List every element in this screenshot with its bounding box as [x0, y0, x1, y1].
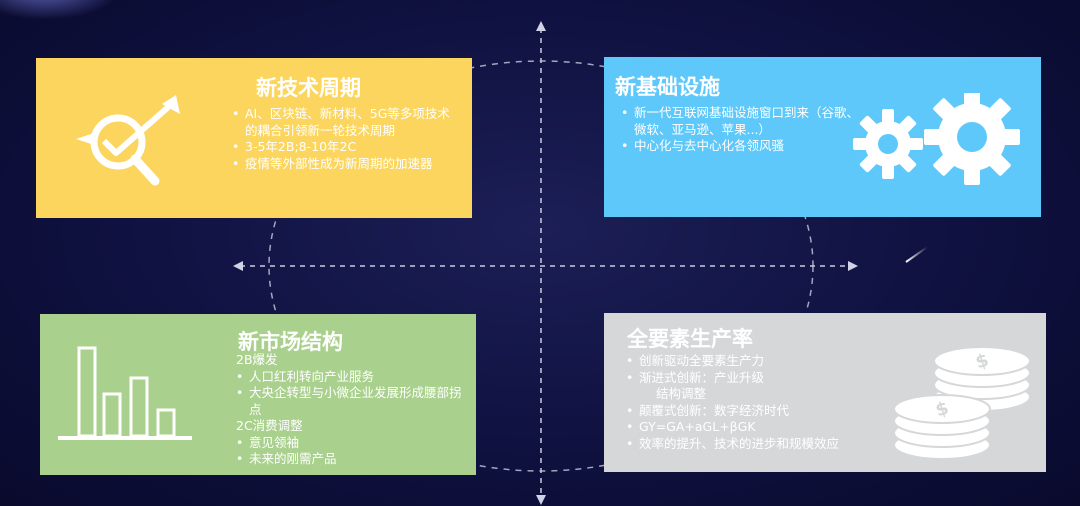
- magnifier-check-arrow-icon: [76, 95, 180, 186]
- list-item: 3-5年2B;8-10年2C: [232, 139, 462, 156]
- panel-infrastructure: 新基础设施 新一代互联网基础设施窗口到来（谷歌、微软、亚马逊、苹果...） 中心…: [604, 57, 1041, 217]
- axis-arrow-up: [536, 21, 546, 31]
- coin-stacks-icon: $ $: [893, 346, 1031, 460]
- list-item: GY=GA+aGL+βGK: [626, 419, 926, 436]
- panel-title: 新市场结构: [238, 330, 343, 354]
- svg-text:$: $: [973, 350, 991, 374]
- bullet-list: AI、区块链、新材料、5G等多项技术的耦合引领新一轮技术周期 3-5年2B;8-…: [232, 106, 462, 172]
- panel-market-structure: 新市场结构 2B爆发 人口红利转向产业服务 大央企转型与小微企业发展形成腰部拐点…: [40, 314, 476, 475]
- list-item: 渐进式创新：产业升级: [626, 370, 926, 387]
- list-item: AI、区块链、新材料、5G等多项技术的耦合引领新一轮技术周期: [232, 106, 462, 139]
- list-item: 大央企转型与小微企业发展形成腰部拐点: [236, 385, 471, 418]
- list-item: 新一代互联网基础设施窗口到来（谷歌、微软、亚马逊、苹果...）: [621, 105, 871, 138]
- list-item: 颠覆式创新：数字经济时代: [626, 403, 926, 420]
- panel-title: 全要素生产率: [627, 327, 753, 351]
- list-item: 人口红利转向产业服务: [236, 369, 471, 386]
- axis-arrow-down: [536, 495, 546, 505]
- list-item: 结构调整: [656, 386, 707, 401]
- axis-arrow-right: [848, 261, 858, 271]
- panel-title: 新基础设施: [615, 75, 720, 99]
- list-heading: 2B爆发: [236, 352, 278, 367]
- list-item: 意见领袖: [236, 435, 471, 452]
- gears-icon: [853, 93, 1020, 185]
- list-item: 疫情等外部性成为新周期的加速器: [232, 156, 462, 173]
- list-item: 创新驱动全要素生产力: [626, 353, 926, 370]
- list-item: 中心化与去中心化各领风骚: [621, 138, 871, 155]
- bullet-list: 新一代互联网基础设施窗口到来（谷歌、微软、亚马逊、苹果...） 中心化与去中心化…: [621, 105, 871, 155]
- svg-text:$: $: [933, 398, 951, 422]
- panel-tfp: 全要素生产率 创新驱动全要素生产力 渐进式创新：产业升级 结构调整 颠覆式创新：…: [604, 313, 1046, 472]
- bullet-list: 创新驱动全要素生产力 渐进式创新：产业升级 结构调整 颠覆式创新：数字经济时代 …: [626, 353, 926, 452]
- bullet-list: 2B爆发 人口红利转向产业服务 大央企转型与小微企业发展形成腰部拐点 2C消费调…: [236, 352, 471, 468]
- panel-title: 新技术周期: [256, 76, 361, 100]
- bar-chart-icon: [58, 346, 192, 440]
- list-heading: 2C消费调整: [236, 418, 303, 433]
- list-item: 效率的提升、技术的进步和规模效应: [626, 436, 926, 453]
- list-item: 未来的刚需产品: [236, 451, 471, 468]
- axis-arrow-left: [233, 261, 243, 271]
- panel-tech-cycle: 新技术周期 AI、区块链、新材料、5G等多项技术的耦合引领新一轮技术周期 3-5…: [36, 58, 472, 218]
